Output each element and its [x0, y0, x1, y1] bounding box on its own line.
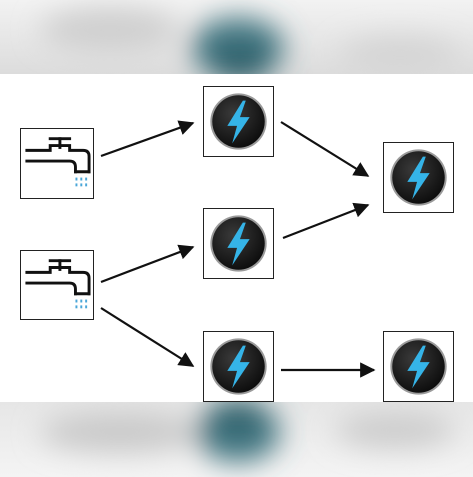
- water-tap-icon: [25, 259, 91, 309]
- power-node-5: [383, 331, 454, 402]
- tap-node-2: [20, 250, 94, 320]
- blurred-bottom-background: [0, 402, 473, 477]
- power-node-2: [203, 208, 274, 279]
- water-tap-icon: [25, 137, 91, 187]
- power-node-3: [203, 331, 274, 402]
- edge-power2-power4: [282, 202, 370, 240]
- lightning-bolt-icon: [210, 215, 267, 272]
- lightning-bolt-icon: [210, 93, 267, 150]
- power-node-1: [203, 86, 274, 157]
- edge-power1-power4: [280, 121, 370, 177]
- edge-tap2-power2: [100, 244, 195, 284]
- lightning-bolt-icon: [210, 338, 267, 395]
- power-node-4: [383, 142, 454, 213]
- edge-tap2-power3: [100, 307, 195, 367]
- lightning-bolt-icon: [390, 338, 447, 395]
- diagram-canvas: [0, 74, 473, 402]
- lightning-bolt-icon: [390, 149, 447, 206]
- edges-layer: [100, 120, 376, 378]
- blurred-top-background: [0, 0, 473, 74]
- tap-node-1: [20, 128, 94, 199]
- edge-tap1-power1: [100, 120, 195, 158]
